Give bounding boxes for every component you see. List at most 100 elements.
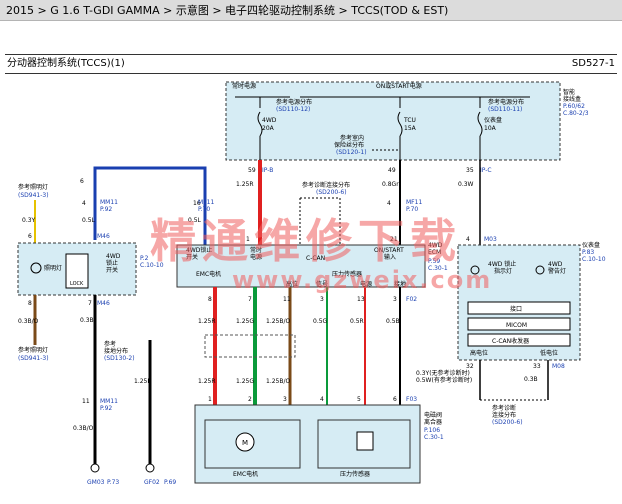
breadcrumb-sep: >	[34, 4, 51, 17]
actuator-block	[194, 404, 421, 484]
wire-w19: 0.3B/O	[73, 425, 94, 432]
ref-lamp: 参考照明灯	[18, 183, 48, 191]
act-motor: EMC电机	[233, 470, 258, 478]
cluster-code1[interactable]: P.83	[582, 249, 594, 256]
act-code1[interactable]: P.106	[424, 427, 440, 434]
ecm-in-bat2: 电源	[250, 253, 262, 261]
conn-m46[interactable]: M46	[97, 233, 110, 240]
sw-label1: 4WD	[106, 253, 121, 260]
cluster-interface-label: 接口	[510, 305, 522, 313]
ref-ground-code[interactable]: (SD120-1)	[336, 149, 367, 156]
ground-gm03[interactable]: GM03	[87, 479, 105, 486]
ecm-pin-8: 8	[208, 296, 212, 303]
wire-w20b: 0.5W(有参考诊断时)	[416, 376, 472, 384]
cluster-code2[interactable]: C.10-10	[582, 256, 606, 263]
ecm-in-lock2: 开关	[186, 253, 198, 261]
ecm-out-sensor: 压力传感器	[332, 270, 362, 278]
sw-code1[interactable]: P.2	[140, 255, 149, 262]
conn-m08[interactable]: M08	[552, 363, 565, 370]
cluster-lamp1b: 指示灯	[494, 267, 512, 275]
ref-lamp-code[interactable]: (SD941-3)	[18, 192, 49, 199]
conn-mf11a[interactable]: MF11	[198, 199, 214, 206]
ground-gf02-p[interactable]: P.69	[164, 479, 176, 486]
pin-6: 6	[28, 233, 32, 240]
conn-f02[interactable]: F02	[406, 296, 417, 303]
ecm-code1[interactable]: P.59	[428, 258, 440, 265]
cluster-pin-32: 32	[466, 363, 474, 370]
sw-code2[interactable]: C.10-10	[140, 262, 164, 269]
motor-icon	[235, 432, 255, 452]
cluster-ref-diag-code[interactable]: (SD200-6)	[492, 419, 523, 426]
wire-w8: 1.25R	[198, 318, 216, 325]
pin-35: 35	[466, 167, 474, 174]
fuse2-amp: 15A	[404, 125, 417, 132]
fuse3-name: 仪表盘	[484, 116, 502, 124]
ground-gm03-p[interactable]: P.73	[107, 479, 119, 486]
cluster-can-tx	[467, 333, 571, 347]
ref-gnd2: 接地分布	[104, 347, 128, 355]
wire-lock-switch-blue	[93, 166, 207, 245]
cluster-ref-diag2: 连接分布	[492, 411, 516, 419]
ref-lamp2-code[interactable]: (SD941-3)	[18, 355, 49, 362]
cluster-lamp2b: 警告灯	[548, 267, 566, 275]
wire-w23: 0.3B	[524, 376, 538, 383]
ecm-title1: 4WD	[428, 242, 443, 249]
hot-always-label: 常时电源	[232, 82, 256, 90]
fuse2-name: TCU	[403, 117, 416, 124]
conn-mm11a[interactable]: MM11	[100, 199, 118, 206]
act-code2[interactable]: C.30-1	[424, 434, 444, 441]
ref-lamp2: 参考照明灯	[18, 346, 48, 354]
conn-m03[interactable]: M03	[484, 236, 497, 243]
ecm-ref-diag: 参考诊断连接分布	[302, 181, 350, 189]
box-code1[interactable]: P.60/62	[563, 103, 585, 110]
cluster-interface	[467, 301, 571, 315]
ref-power-left-code[interactable]: (SD110-12)	[276, 106, 310, 113]
ecm-can: C-CAN	[306, 255, 325, 262]
ecm-in-bat: 常时	[250, 246, 262, 254]
breadcrumb-sep: >	[335, 4, 352, 17]
conn-mf11a-p[interactable]: P.70	[198, 206, 210, 213]
conn-mm11b-p[interactable]: P.92	[100, 405, 112, 412]
breadcrumb-engine[interactable]: G 1.6 T-GDI GAMMA	[50, 4, 160, 17]
act-pin-5: 5	[357, 396, 361, 403]
diagram-title: 分动器控制系统(TCCS)(1)	[7, 58, 125, 69]
cluster-lo: 低电位	[540, 349, 558, 357]
ref-power-left: 参考电源分布	[276, 98, 312, 106]
ref-power-right-code[interactable]: (SD110-11)	[488, 106, 522, 113]
fuse-tcu-icon	[397, 111, 403, 137]
breadcrumb-system[interactable]: 电子四轮驱动控制系统	[225, 4, 336, 17]
conn-ip-c[interactable]: IP-C	[480, 167, 492, 174]
ecm-pin-3b: 3	[393, 296, 397, 303]
conn-ip-b[interactable]: IP-B	[262, 167, 273, 174]
ecm-ref-diag-code[interactable]: (SD200-6)	[316, 189, 347, 196]
breadcrumb-schematic[interactable]: 示意图	[175, 4, 209, 17]
ecm-lbl-sig: 信号	[316, 280, 328, 288]
box-code2[interactable]: C.80-2/3	[563, 110, 589, 117]
lock-text: LOCK	[70, 281, 84, 287]
wire-w11: 0.5G	[313, 318, 328, 325]
conn-f03[interactable]: F03	[406, 396, 417, 403]
ref-gnd: 参考	[104, 340, 116, 348]
ground-gf02[interactable]: GF02	[144, 479, 160, 486]
wire-w13: 0.5B	[386, 318, 400, 325]
conn-mm11a-p[interactable]: P.92	[100, 206, 112, 213]
conn-mf11b-p[interactable]: P.70	[406, 206, 418, 213]
fuse-cluster-icon	[477, 111, 483, 137]
conn-mm11b[interactable]: MM11	[100, 398, 118, 405]
conn-m46b[interactable]: M46	[97, 300, 110, 307]
cluster-hi: 高电位	[470, 349, 488, 357]
pressure-sensor-frame	[317, 419, 411, 469]
breadcrumb-sep: >	[208, 4, 226, 17]
diagram-code: SD527-1	[571, 58, 615, 69]
wire-w10: 1.25B/O	[266, 318, 290, 325]
conn-mf11b[interactable]: MF11	[406, 199, 422, 206]
fuse-4wd-icon	[257, 111, 263, 137]
ecm-pin-13: 13	[357, 296, 365, 303]
ref-gnd-code[interactable]: (SD130-2)	[104, 355, 135, 362]
lamp-icon	[30, 262, 42, 274]
ecm-lbl-pwr: 电源	[360, 280, 372, 288]
ecm-code2[interactable]: C.30-1	[428, 265, 448, 272]
smart-junction-box	[225, 81, 561, 161]
breadcrumb-year[interactable]: 2015	[6, 4, 34, 17]
lamp-label: 照明灯	[44, 264, 62, 272]
